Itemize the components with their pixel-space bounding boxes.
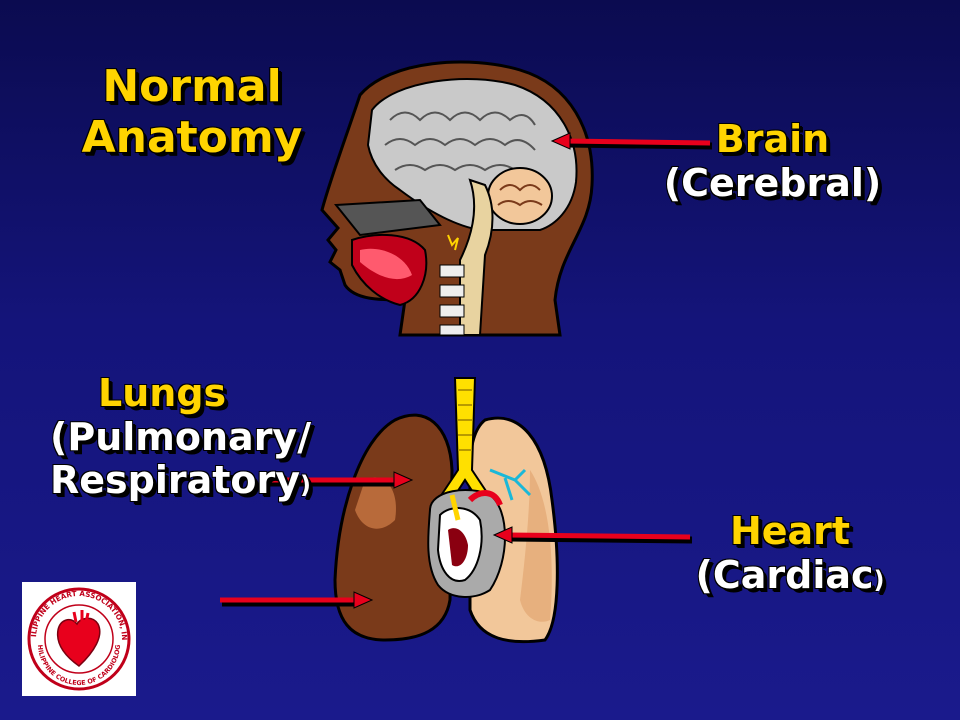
head-sagittal-illustration <box>320 60 594 337</box>
lungs-label-line-1: Lungs <box>98 371 227 415</box>
title-line-1: Normal <box>102 61 282 112</box>
lungs-heart-illustration <box>333 377 559 644</box>
lungs-label-line-3-text: Respiratory <box>50 458 301 503</box>
brain-label-line-2: (Cerebral) <box>663 160 882 205</box>
lungs-label-line-3: Respiratory) <box>50 459 311 503</box>
brain-label-line-1: Brain <box>715 117 830 161</box>
heart-label: Heart (Cardiac) <box>680 509 900 598</box>
lungs-label: Lungs (Pulmonary/ Respiratory) <box>50 371 312 503</box>
slide-title: Normal Anatomy <box>72 61 312 163</box>
lungs-label-line-2: (Pulmonary/ <box>50 414 312 459</box>
heart-label-close-paren: ) <box>873 565 885 594</box>
pha-logo: PHILIPPINE HEART ASSOCIATION, INC. PHILI… <box>19 575 136 696</box>
pha-logo-emblem: PHILIPPINE HEART ASSOCIATION, INC. PHILI… <box>19 575 131 691</box>
heart-label-line-2: (Cardiac) <box>680 552 900 598</box>
heart-label-line-2-text: (Cardiac <box>695 552 874 597</box>
brain-label: Brain (Cerebral) <box>640 117 905 205</box>
heart-label-line-1: Heart <box>729 509 851 553</box>
lungs-label-close-paren: ) <box>300 471 312 500</box>
pointer-arrows <box>220 132 713 609</box>
title-line-2: Anatomy <box>81 111 303 163</box>
